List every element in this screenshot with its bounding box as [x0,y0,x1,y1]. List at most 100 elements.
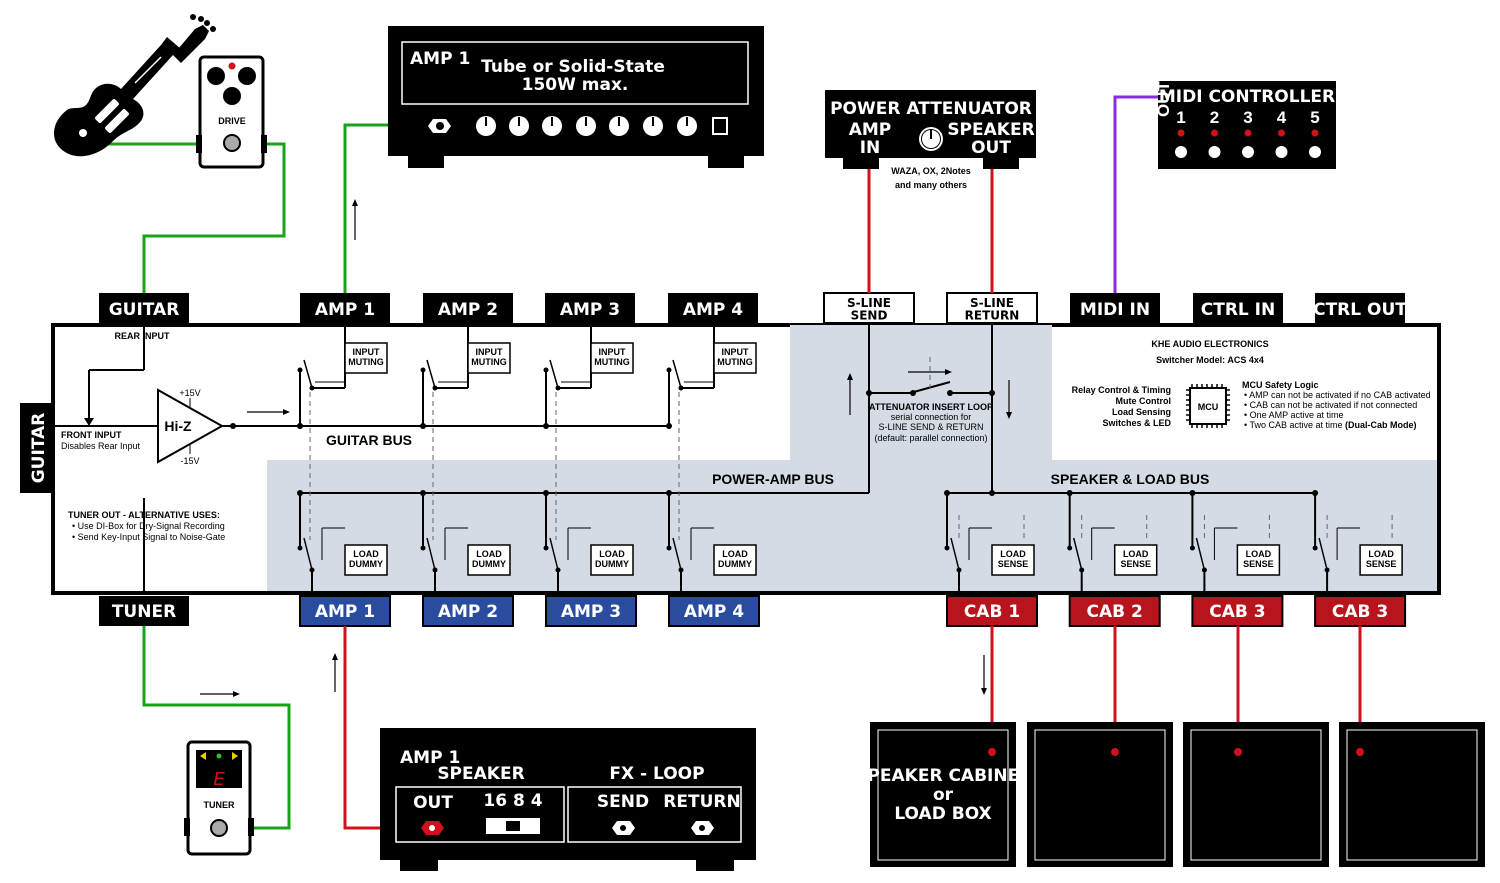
midi-button-number-2: 2 [1210,108,1219,127]
bottom-jack-amp3[interactable]: AMP 3 [545,595,637,627]
tuner-pedal-label: TUNER [204,800,235,810]
bottom-jack-amp4[interactable]: AMP 4 [668,595,760,627]
svg-text:INPUT: INPUT [353,347,381,357]
bottom-jack-cab-label-1: CAB 1 [964,602,1020,622]
model-label: Switcher Model: ACS 4x4 [1156,355,1264,365]
top-jack-ctrl-out[interactable]: CTRL OUT [1313,293,1407,323]
midi-footswitch-icon-1[interactable] [1175,146,1187,158]
svg-text:LOAD: LOAD [353,549,379,559]
svg-text:DUMMY: DUMMY [718,559,752,569]
mcu-left-3: Load Sensing [1112,407,1171,417]
svg-text:MUTING: MUTING [594,357,630,367]
drive-pedal[interactable]: DRIVE [196,55,267,169]
mcu-left-2: Mute Control [1116,396,1172,406]
bottom-jack-cab3[interactable]: CAB 3 [1191,595,1284,627]
front-input-label: FRONT INPUT [61,430,122,440]
midi-button-number-1: 1 [1176,108,1185,127]
midi-button-number-4: 4 [1277,108,1287,127]
amp-back-return: RETURN [663,792,740,812]
bottom-jack-cab-label-3: CAB 3 [1209,602,1265,622]
speaker-cabinet-4 [1339,722,1485,867]
power-amp-bus-label: POWER-AMP BUS [712,471,834,487]
bottom-jack-cab1[interactable]: CAB 1 [946,595,1038,627]
hiz-label: Hi-Z [164,418,192,434]
attenuator-title: POWER ATTENUATOR [830,99,1032,119]
svg-text:SENSE: SENSE [998,559,1029,569]
svg-text:SENSE: SENSE [1243,559,1274,569]
attenuator-note1: WAZA, OX, 2Notes [891,166,971,176]
front-input-sub-label: Disables Rear Input [61,441,141,451]
external-cables [100,95,1362,830]
top-jack-guitar[interactable]: GUITAR [99,293,189,323]
midi-footswitch-icon-3[interactable] [1242,146,1254,158]
amp-back-panel: AMP 1 SPEAKER FX - LOOP OUT 16 8 4 SEND … [380,728,756,871]
mcu-left-labels: Relay Control & Timing Mute Control Load… [1072,385,1172,428]
mcu-rule-1: • AMP can not be activated if no CAB act… [1244,390,1431,400]
tuner-display: E [213,769,225,790]
amp-back-ohms: 16 8 4 [483,791,542,811]
bottom-jack-amp-label-2: AMP 2 [438,602,498,622]
mcu-chip-icon: MCU [1186,384,1230,428]
amp-head-line2: 150W max. [522,75,629,95]
mcu-rule-3: • One AMP active at time [1244,410,1344,420]
att-loop-line3: (default: parallel connection) [874,433,987,443]
svg-text:DUMMY: DUMMY [349,559,383,569]
tuner-out-item-1: • Use DI-Box for Dry-Signal Recording [72,521,225,531]
top-jack-amp1[interactable]: AMP 1 [300,293,390,323]
midi-footswitch-icon-2[interactable] [1208,146,1221,158]
attenuator-note2: and many others [895,180,967,190]
top-jack-amp3[interactable]: AMP 3 [545,293,635,323]
top-jack-midi-in[interactable]: MIDI IN [1070,293,1160,323]
drive-footswitch-icon[interactable] [223,134,241,152]
midi-footswitch-icon-5[interactable] [1309,146,1321,158]
amp-relay-groups: INPUTMUTINGLOADDUMMYINPUTMUTINGLOADDUMMY… [297,323,757,594]
amp-head-front: AMP 1 Tube or Solid-State 150W max. [388,26,764,168]
top-jack-midi-in-label: MIDI IN [1080,300,1150,320]
mcu-rule-4: • Two CAB active at time (Dual-Cab Mode) [1244,420,1417,430]
svg-text:LOAD: LOAD [599,549,625,559]
tuner-footswitch-icon[interactable] [210,819,228,837]
bottom-jack-amp1[interactable]: AMP 1 [299,595,391,627]
svg-text:INPUT: INPUT [599,347,627,357]
guitar-bus-label: GUITAR BUS [326,432,412,448]
tuner-pedal[interactable]: E TUNER [184,740,254,856]
midi-out-label: OUT [1154,80,1173,117]
bottom-jack-amp-label-4: AMP 4 [684,602,744,622]
bottom-jack-amp2[interactable]: AMP 2 [422,595,514,627]
svg-text:LOAD: LOAD [1368,549,1394,559]
rear-input-label: REAR INPUT [114,331,170,341]
svg-text:LOAD: LOAD [476,549,502,559]
top-jack-amp2[interactable]: AMP 2 [423,293,513,323]
mcu-rule-2: • CAB can not be activated if not connec… [1244,400,1417,410]
bottom-jack-cab4[interactable]: CAB 3 [1314,595,1407,627]
mcu-title: MCU Safety Logic [1242,380,1319,390]
cabinet-label-2: or [933,785,954,805]
amp-head-line1: Tube or Solid-State [481,57,665,77]
mcu-left-1: Relay Control & Timing [1072,385,1171,395]
bottom-jack-cab2[interactable]: CAB 2 [1068,595,1161,627]
side-guitar-jack-label: GUITAR [29,413,49,484]
midi-footswitch-icon-4[interactable] [1275,146,1288,158]
top-jack-ctrl-in[interactable]: CTRL IN [1193,293,1283,323]
midi-led-icon-4 [1278,129,1285,137]
svg-text:DUMMY: DUMMY [472,559,506,569]
svg-text:LOAD: LOAD [1246,549,1272,559]
bottom-jack-tuner[interactable]: TUNER [99,596,189,626]
midi-led-icon-3 [1244,129,1252,137]
top-jack-amp4[interactable]: AMP 4 [668,293,758,323]
bottom-amp-jacks: AMP 1 AMP 2 AMP 3 AMP 4 [299,595,760,627]
side-guitar-jack[interactable]: GUITAR [20,403,55,493]
